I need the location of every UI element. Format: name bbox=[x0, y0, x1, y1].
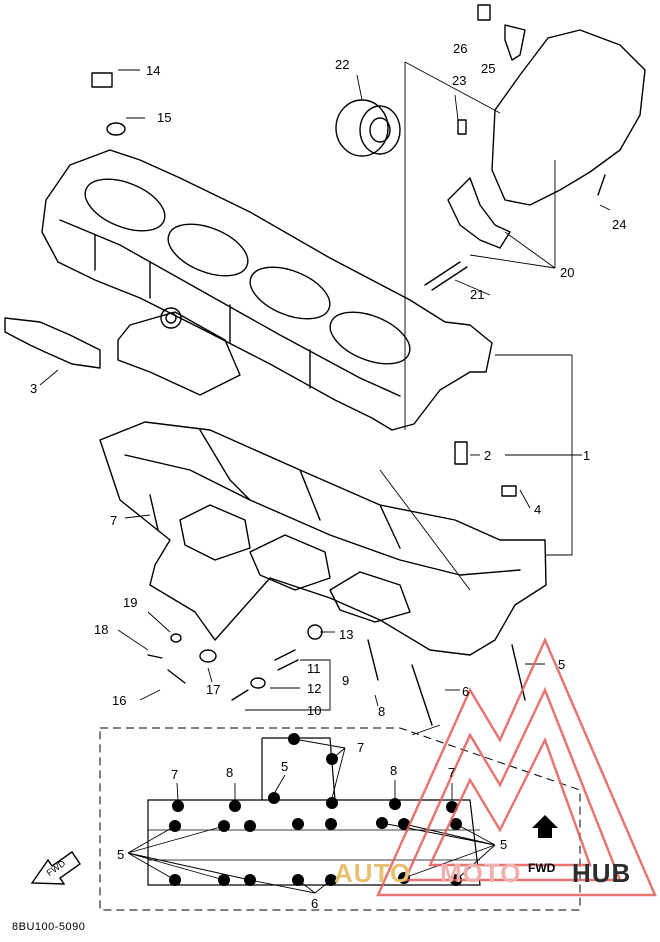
upper-crankcase bbox=[41, 149, 493, 431]
watermark-moto: MOTO bbox=[440, 858, 522, 888]
dowel-2 bbox=[454, 441, 468, 465]
washer-17 bbox=[199, 649, 217, 663]
bolt-8 bbox=[367, 639, 379, 681]
callout-2: 2 bbox=[484, 448, 492, 463]
bearing-holder bbox=[491, 29, 646, 206]
bolt-26 bbox=[477, 4, 491, 21]
callout-8: 8 bbox=[378, 704, 386, 719]
callout-23: 23 bbox=[452, 73, 467, 88]
pin-23 bbox=[457, 119, 467, 135]
callout-11: 11 bbox=[307, 661, 321, 676]
assembly-inset bbox=[99, 727, 581, 911]
callout-15: 15 bbox=[157, 110, 172, 125]
callout-6: 6 bbox=[462, 684, 470, 699]
washer-19 bbox=[170, 633, 182, 643]
callout-21: 21 bbox=[470, 287, 485, 302]
callout-26: 26 bbox=[453, 41, 468, 56]
inset-callout-5-left: 5 bbox=[117, 847, 125, 862]
leader-lines bbox=[39, 61, 611, 736]
inset-callout-5-top: 5 bbox=[281, 759, 289, 774]
bolt-16 bbox=[167, 669, 186, 684]
callout-17: 17 bbox=[206, 682, 221, 697]
callout-10: 10 bbox=[307, 703, 322, 718]
watermark-auto: AUTO bbox=[334, 858, 412, 888]
bearing-cap-20 bbox=[447, 177, 511, 249]
callout-19: 19 bbox=[123, 595, 138, 610]
washer-13 bbox=[307, 624, 323, 640]
fwd-label-right: FWD bbox=[528, 861, 556, 875]
callout-9: 9 bbox=[342, 673, 350, 688]
inset-callout-8-left: 8 bbox=[226, 765, 234, 780]
part-11 bbox=[274, 649, 299, 671]
callout-13: 13 bbox=[339, 627, 354, 642]
watermark-logo bbox=[376, 636, 657, 897]
bolt-21 bbox=[424, 261, 468, 291]
bolt-10 bbox=[231, 689, 249, 701]
washer-15 bbox=[106, 122, 126, 136]
callout-4: 4 bbox=[534, 502, 542, 517]
callout-5: 5 bbox=[558, 657, 566, 672]
washer-12 bbox=[250, 677, 266, 689]
callout-1: 1 bbox=[583, 448, 591, 463]
inset-callout-8-right: 8 bbox=[390, 763, 398, 778]
bearing-22 bbox=[335, 99, 401, 157]
callout-22: 22 bbox=[335, 57, 350, 72]
clip-25 bbox=[504, 24, 526, 61]
diagram-code: 8BU100-5090 bbox=[12, 921, 86, 933]
part-4 bbox=[501, 485, 517, 497]
bolt-24 bbox=[597, 174, 606, 196]
lower-crankcase bbox=[99, 421, 547, 656]
part-3 bbox=[4, 317, 101, 369]
callout-20: 20 bbox=[560, 265, 575, 280]
callout-24: 24 bbox=[612, 217, 627, 232]
fwd-arrow-right bbox=[532, 815, 558, 838]
bolt-dots bbox=[169, 733, 462, 886]
plug-14 bbox=[91, 72, 113, 88]
fwd-arrow-left bbox=[30, 851, 81, 885]
bolt-6 bbox=[411, 664, 433, 726]
callout-25: 25 bbox=[481, 61, 496, 76]
bolt-18 bbox=[147, 654, 163, 659]
callout-18: 18 bbox=[94, 622, 109, 637]
callout-14: 14 bbox=[146, 63, 161, 78]
callout-7: 7 bbox=[110, 513, 118, 528]
callout-16: 16 bbox=[112, 693, 127, 708]
inset-callout-6: 6 bbox=[311, 896, 319, 911]
callout-12: 12 bbox=[307, 681, 322, 696]
callout-3: 3 bbox=[30, 381, 38, 396]
bolt-7 bbox=[149, 494, 159, 531]
inset-callout-7-right: 7 bbox=[448, 765, 456, 780]
inset-callout-7-left: 7 bbox=[171, 767, 179, 782]
inset-callout-5-right: 5 bbox=[500, 837, 508, 852]
watermark-hub: HUB bbox=[572, 858, 632, 888]
inset-callout-7-top: 7 bbox=[357, 740, 365, 755]
